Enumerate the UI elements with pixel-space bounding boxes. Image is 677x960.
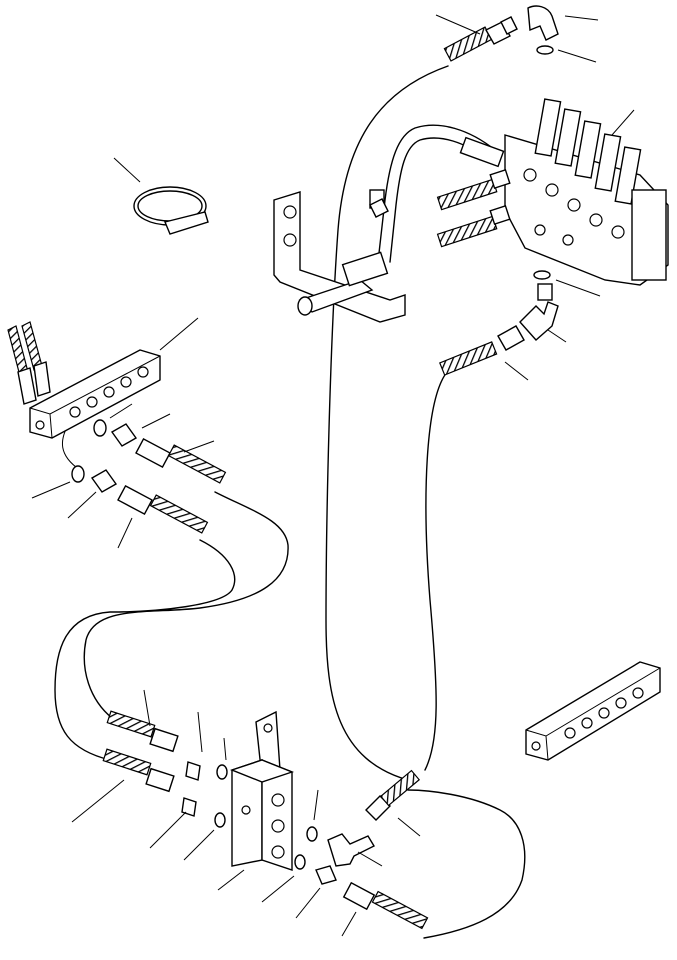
hose-end-c1: [439, 341, 498, 376]
valve-end-plate: [631, 189, 667, 281]
hose-clamp: [113, 157, 209, 235]
hose-bottom-loop: [407, 789, 526, 939]
o-ring-l1: [93, 419, 107, 437]
hose-end-br2: [371, 890, 429, 930]
o-ring-br1: [306, 826, 318, 842]
elbow-c1: [519, 301, 559, 341]
o-ring-br2: [294, 854, 306, 870]
valve-spools: [534, 98, 642, 205]
left-manifold: [7, 317, 199, 439]
hose-nut-top-2: [500, 16, 518, 35]
mounting-bracket: [273, 191, 406, 323]
hose-end-l1: [167, 444, 227, 484]
control-valve-bank: [369, 98, 669, 286]
hose-end-b2: [102, 748, 152, 776]
left-fittings: [31, 403, 227, 549]
hose-end-br1: [379, 769, 421, 807]
bottom-control-valve: [223, 710, 295, 871]
o-ring-c1: [533, 270, 551, 280]
bottom-right-fittings: [261, 769, 429, 937]
bracket-plate: [273, 191, 406, 323]
hose-end-top: [443, 26, 493, 62]
hose-end-b1: [106, 710, 156, 738]
hose-left-lower: [54, 539, 236, 761]
center-right-fittings: [439, 270, 601, 381]
o-ring-l2: [71, 465, 85, 483]
hose-top-loop: [325, 65, 449, 781]
valve-hose-upper: [436, 178, 498, 211]
right-manifold-block: [525, 661, 661, 761]
o-ring-top: [536, 45, 554, 55]
rigid-pipe: [377, 124, 496, 263]
elbow-top: [527, 5, 559, 41]
hose-end-l2: [149, 494, 209, 534]
manifold-block: [29, 349, 161, 439]
valve-hose-lower: [436, 215, 498, 248]
top-right-fittings: [435, 5, 599, 63]
right-manifold: [525, 661, 661, 761]
elbow-br: [327, 833, 375, 867]
top-hose-end: [369, 198, 389, 218]
valve-block-top: [229, 759, 295, 783]
hose-left-upper: [83, 491, 289, 719]
bottom-left-fittings: [71, 689, 245, 891]
hose-right-loop: [424, 371, 448, 771]
